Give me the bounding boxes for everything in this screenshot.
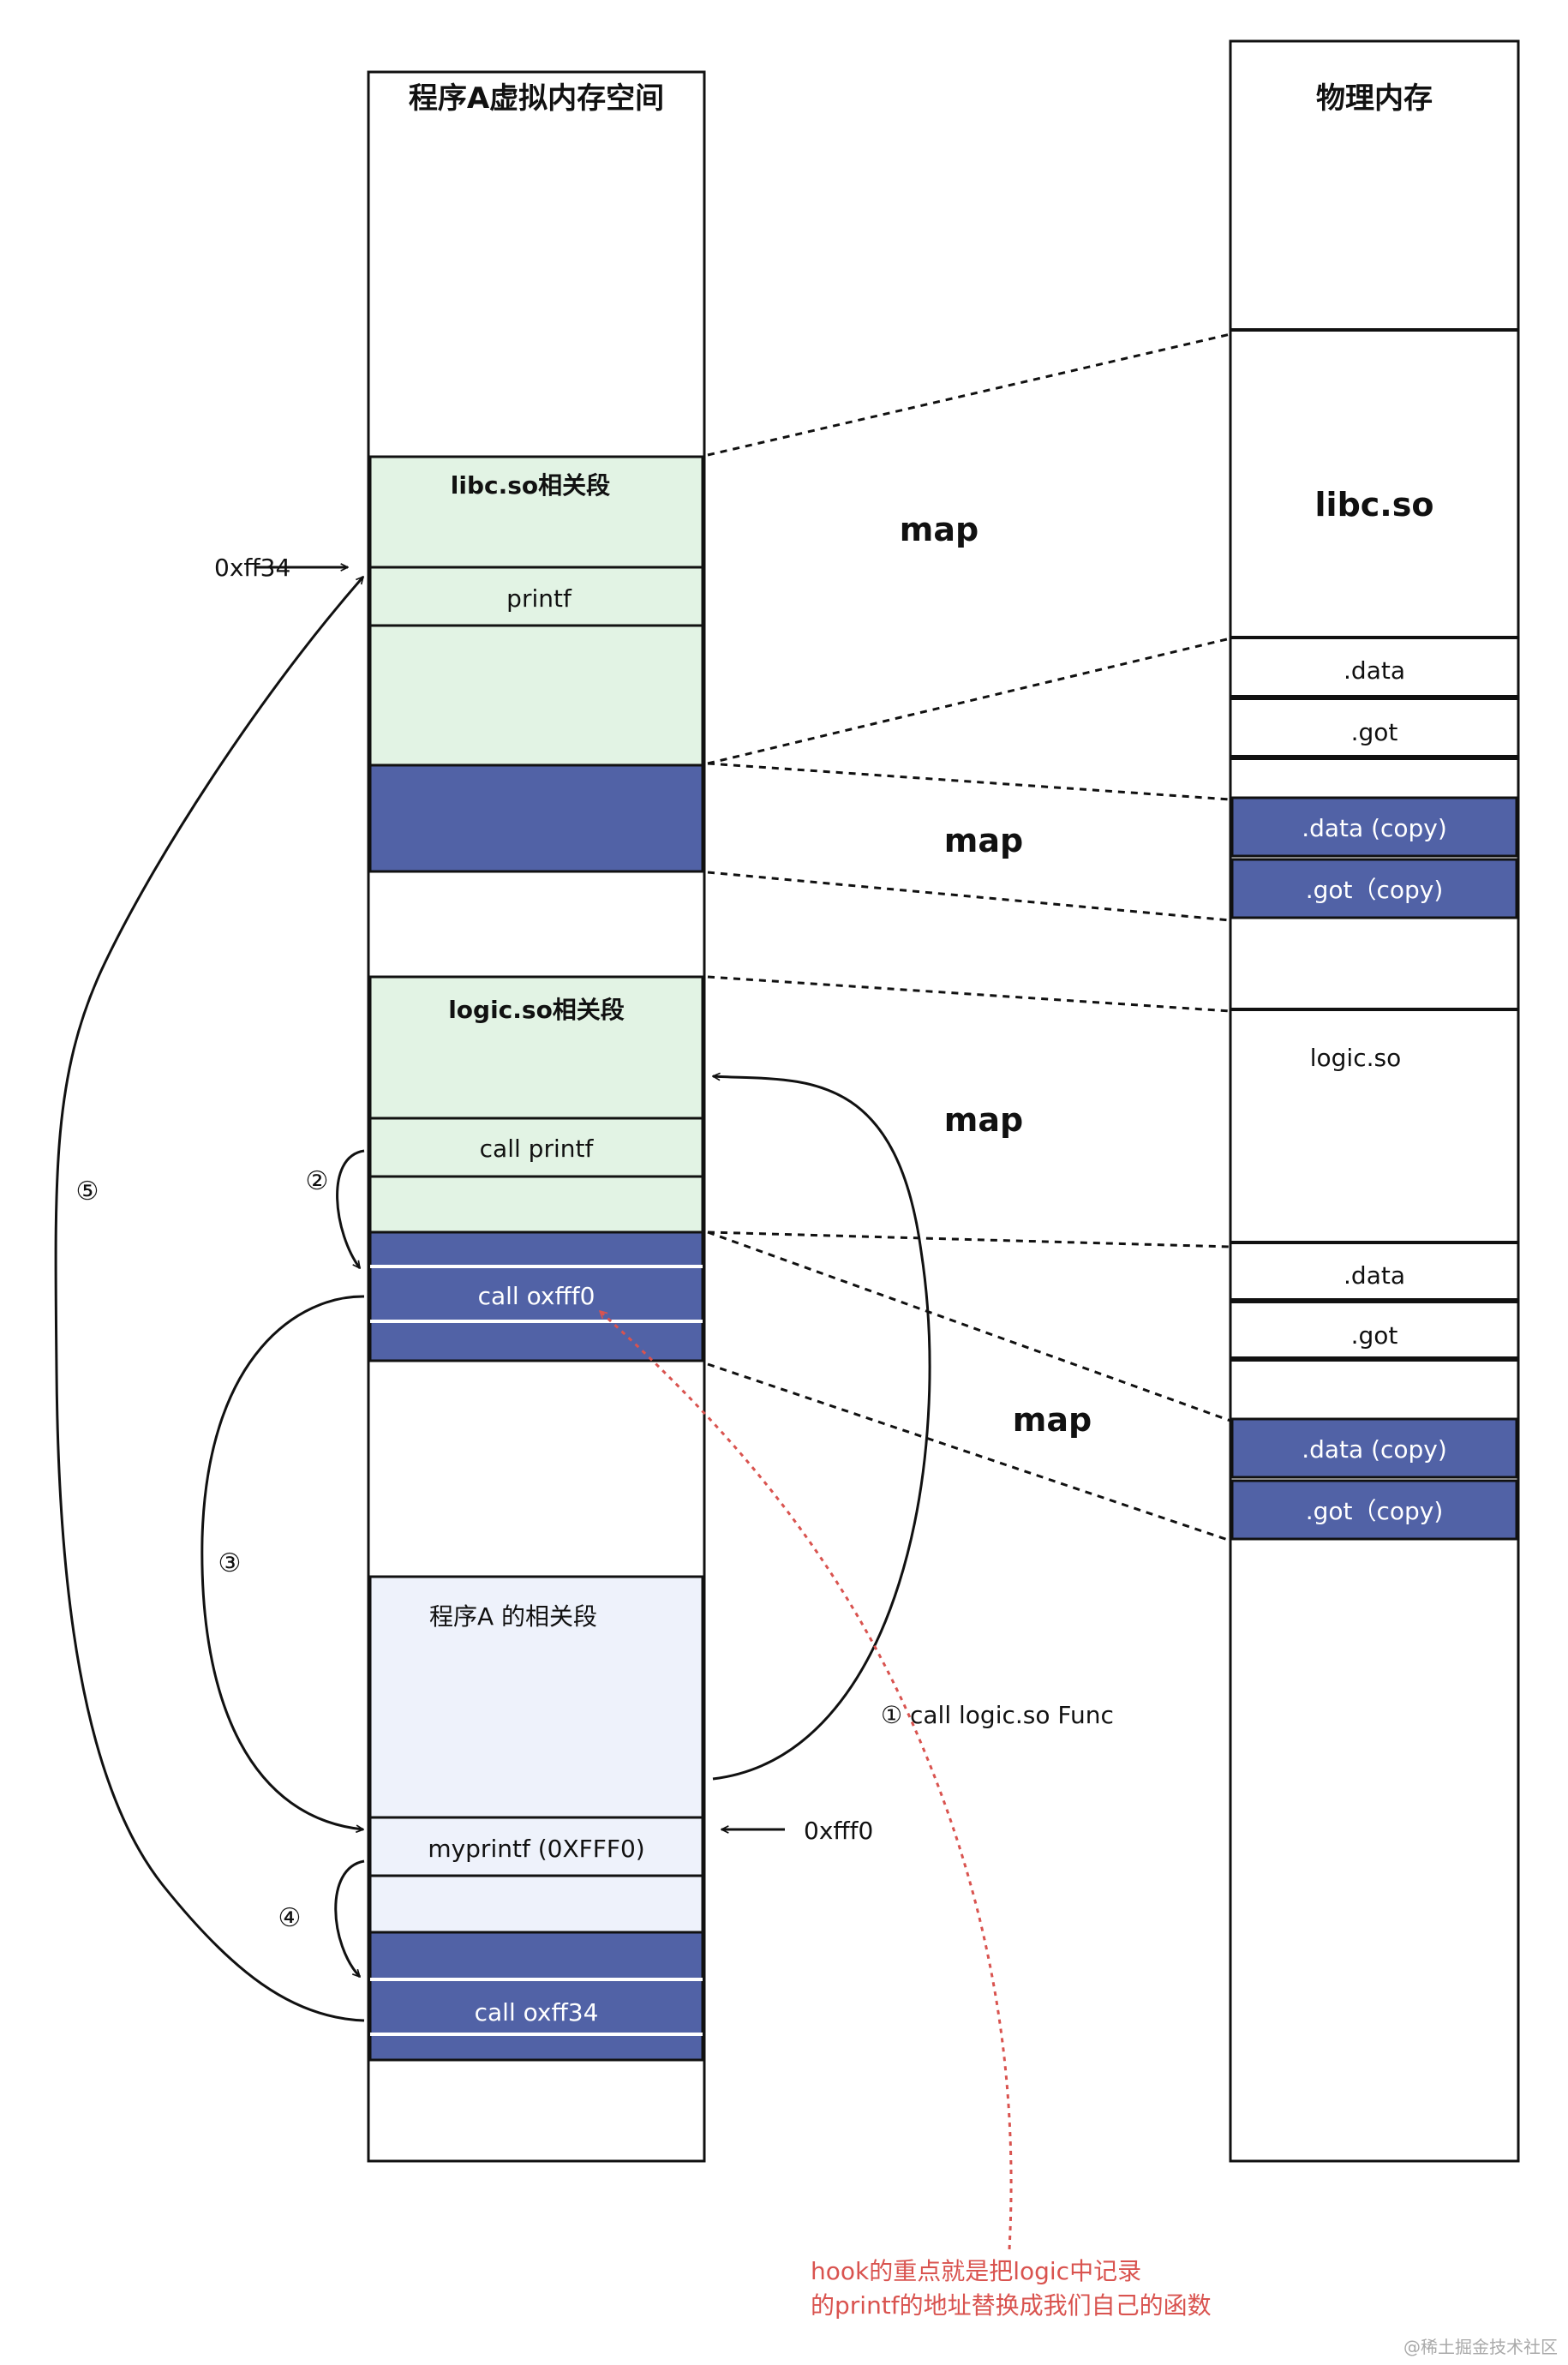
map-line-libc-bottom <box>707 637 1231 765</box>
hook-note-arrow <box>600 1311 1013 2250</box>
step-3-label: ③ <box>218 1548 242 1578</box>
virtual-memory-column: 程序A虚拟内存空间 libc.so相关段 printf logic.so相关段 … <box>367 70 706 2163</box>
step-4-arrow <box>334 1859 365 1977</box>
myprintf-entry <box>368 1816 704 1877</box>
libc-data-copy-label: .data (copy) <box>1302 814 1447 842</box>
step-4-label: ④ <box>278 1903 302 1933</box>
logic-data-copy-label: .data (copy) <box>1302 1435 1447 1464</box>
logic-got-label: .got <box>1351 1321 1398 1350</box>
step-5-arrow <box>54 577 364 2022</box>
call-oxff34-label: call oxff34 <box>475 1998 599 2027</box>
printf-label: printf <box>506 584 572 613</box>
call-printf-entry <box>368 1117 704 1178</box>
map-line-logic-copy-top <box>707 1230 1231 1422</box>
hook-note-line-2: 的printf的地址替换成我们自己的函数 <box>811 2291 1212 2320</box>
map-label-2: map <box>944 822 1023 859</box>
map-line-libc-top <box>707 332 1231 457</box>
logic-data-label: .data <box>1344 1261 1405 1290</box>
logic-so-label: logic.so <box>1310 1044 1401 1072</box>
printf-entry <box>368 566 704 627</box>
program-a-segment-label: 程序A 的相关段 <box>429 1602 597 1631</box>
step-1-label: ① call logic.so Func <box>881 1701 1114 1729</box>
map-line-libc-copy-top <box>707 762 1231 801</box>
call-flow-arrows <box>54 577 931 2022</box>
logic-got-copy-label: .got（copy) <box>1306 1497 1444 1525</box>
myprintf-label: myprintf (0XFFF0) <box>428 1835 644 1863</box>
call-printf-label: call printf <box>480 1135 595 1163</box>
address-fff0-label: 0xfff0 <box>804 1817 873 1845</box>
map-line-logic-top <box>707 975 1231 1013</box>
step-2-label: ② <box>306 1166 329 1196</box>
map-line-logic-bottom <box>707 1230 1231 1248</box>
logic-data-copy-block <box>1230 1417 1518 1479</box>
map-line-libc-copy-bottom <box>707 871 1231 922</box>
libc-segment-label: libc.so相关段 <box>451 471 610 500</box>
map-label-1: map <box>900 511 979 548</box>
program-a-got-block <box>368 1931 704 2062</box>
call-oxfff0-label: call oxfff0 <box>478 1282 595 1310</box>
step-3-arrow <box>200 1295 364 1829</box>
step-5-label: ⑤ <box>76 1177 99 1206</box>
physical-memory-title: 物理内存 <box>1316 81 1433 116</box>
map-line-logic-copy-bottom <box>707 1362 1231 1542</box>
physical-memory-column: 物理内存 libc.so .data .got .data (copy) .go… <box>1229 39 1520 2163</box>
libc-data-copy-block <box>1230 796 1518 858</box>
map-label-3: map <box>944 1101 1023 1139</box>
libc-got-label: .got <box>1351 718 1398 746</box>
map-label-4: map <box>1013 1401 1092 1439</box>
hook-note-line-1: hook的重点就是把logic中记录 <box>811 2257 1141 2285</box>
logic-got-block <box>368 1230 704 1362</box>
logic-got-copy-block <box>1230 1479 1518 1541</box>
step-2-arrow <box>336 1149 365 1268</box>
libc-got-copy-label: .got（copy) <box>1306 876 1444 904</box>
logic-segment-label: logic.so相关段 <box>448 996 625 1024</box>
watermark: @稀土掘金技术社区 <box>1403 2337 1558 2357</box>
step-1-arrow <box>713 1076 931 1781</box>
map-connector-lines <box>707 332 1231 1542</box>
libc-data-got-block <box>368 763 704 873</box>
libc-data-label: .data <box>1344 656 1405 685</box>
libc-so-label: libc.so <box>1315 486 1434 524</box>
libc-got-copy-block <box>1230 858 1518 919</box>
logic-segment <box>368 975 704 1234</box>
physical-memory-frame <box>1229 39 1520 2163</box>
virtual-memory-title: 程序A虚拟内存空间 <box>409 81 664 116</box>
